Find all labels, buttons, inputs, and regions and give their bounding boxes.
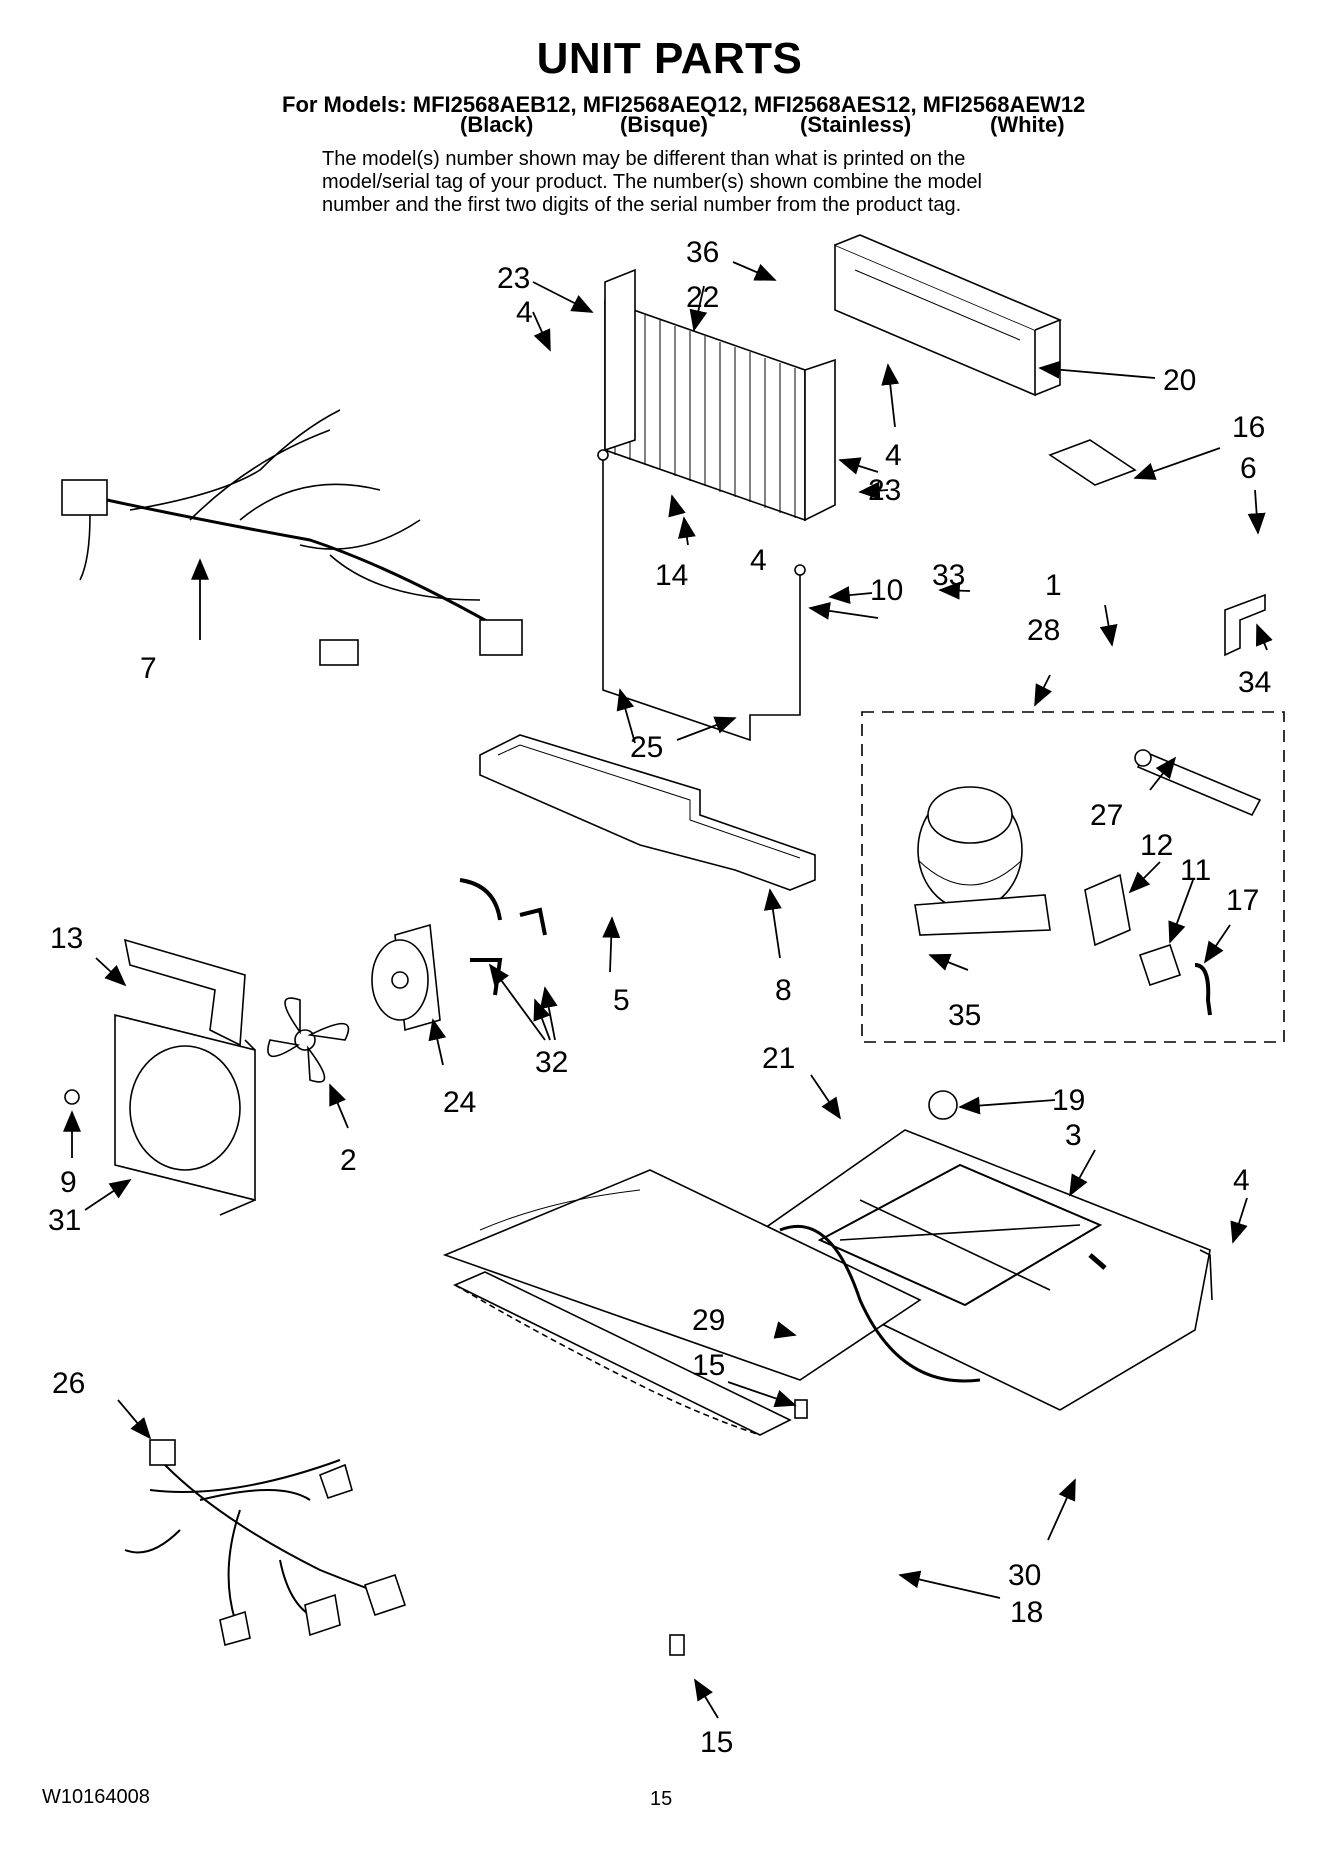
part-15-grommet [669, 1634, 685, 1656]
shroud-gasket-part [123, 938, 246, 1047]
power-harness-part [124, 1439, 407, 1647]
callout-12: 12 [1140, 829, 1173, 862]
callout-15a: 15 [692, 1349, 725, 1382]
callout-30: 30 [1008, 1559, 1041, 1592]
callout-25: 25 [630, 731, 663, 764]
callout-29: 29 [692, 1304, 725, 1337]
callout-31: 31 [48, 1204, 81, 1237]
drain-trough-part [834, 234, 1063, 397]
callout-22: 22 [686, 281, 719, 314]
callout-3: 3 [1065, 1119, 1082, 1152]
color-bisque: (Bisque) [620, 112, 708, 137]
callout-11: 11 [1180, 854, 1211, 887]
tube-part [779, 1224, 981, 1383]
callout-2: 2 [340, 1144, 357, 1177]
callout-23b: 23 [868, 474, 901, 507]
drain-pan-part [479, 734, 816, 891]
callout-28: 28 [1027, 614, 1060, 647]
cover-part-17 [1194, 963, 1212, 1016]
callout-26: 26 [52, 1367, 85, 1400]
callout-7: 7 [140, 652, 157, 685]
callout-15b: 15 [700, 1726, 733, 1759]
callout-6: 6 [1240, 452, 1257, 485]
callout-19: 19 [1052, 1084, 1085, 1117]
callout-35: 35 [948, 999, 981, 1032]
callout-33: 33 [932, 559, 965, 592]
fan-motor-part [371, 923, 441, 1032]
page-number: 15 [650, 1788, 673, 1810]
callout-36: 36 [686, 236, 719, 269]
color-black: (Black) [460, 112, 534, 137]
drier-part [1134, 749, 1262, 817]
grommets-part [459, 878, 547, 996]
callout-32: 32 [535, 1046, 568, 1079]
evaporator-part [604, 268, 836, 522]
note-line-2: model/serial tag of your product. The nu… [322, 171, 982, 193]
callout-18: 18 [1010, 1596, 1043, 1629]
callout-4c: 4 [750, 544, 767, 577]
fan-blade-part [267, 997, 350, 1083]
model-note: The model(s) number shown may be differe… [322, 148, 1122, 217]
callout-leaders [63, 261, 1273, 1719]
callout-10: 10 [870, 574, 903, 607]
callout-27: 27 [1090, 799, 1123, 832]
callout-1: 1 [1045, 569, 1062, 602]
compressor-part [914, 786, 1051, 936]
note-line-3: number and the first two digits of the s… [322, 194, 962, 216]
part-21-bushing [1088, 1253, 1107, 1270]
wire-harness-part [61, 409, 523, 666]
callout-34: 34 [1238, 666, 1271, 699]
callout-4d: 4 [1233, 1164, 1250, 1197]
document-number: W10164008 [42, 1786, 150, 1808]
condenser-part [442, 1169, 922, 1436]
callout-24: 24 [443, 1086, 476, 1119]
callout-4b: 4 [885, 439, 902, 472]
callout-23a: 23 [497, 262, 530, 295]
fan-shroud-part [114, 1013, 256, 1216]
part-19-grommet [928, 1090, 958, 1120]
callout-numbers: 1 2 3 4 4 4 4 4 5 6 7 8 9 10 11 12 13 14… [48, 236, 1271, 1759]
relay-part [1084, 873, 1131, 947]
part-16-bracket [1048, 439, 1137, 486]
compressor-assembly-box [861, 711, 1285, 1043]
callout-8: 8 [775, 974, 792, 1007]
callout-5: 5 [613, 984, 630, 1017]
callout-9: 9 [60, 1166, 77, 1199]
callout-21: 21 [762, 1042, 795, 1075]
part-15-grommet-upper [794, 1399, 808, 1419]
callout-4a: 4 [516, 296, 533, 329]
color-white: (White) [990, 112, 1065, 137]
color-stainless: (Stainless) [800, 112, 912, 137]
part-9-plug [64, 1089, 80, 1105]
callout-17: 17 [1226, 884, 1259, 917]
callout-16: 16 [1232, 411, 1265, 444]
note-line-1: The model(s) number shown may be differe… [322, 148, 966, 170]
page-title: UNIT PARTS [536, 34, 803, 83]
defrost-heater-part [597, 449, 806, 742]
callout-13: 13 [50, 922, 83, 955]
callout-20: 20 [1163, 364, 1196, 397]
part-34-clip [1224, 593, 1266, 657]
overload-part [1138, 943, 1182, 987]
models-text: For Models: MFI2568AEB12, MFI2568AEQ12, … [282, 92, 1086, 117]
callout-14: 14 [655, 559, 688, 592]
